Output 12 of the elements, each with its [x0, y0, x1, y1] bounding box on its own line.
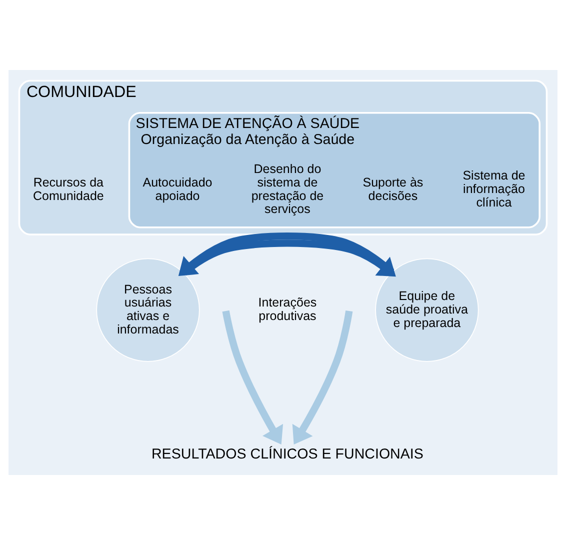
arrow — [292, 310, 353, 445]
node-circle: Equipe de saúde proativa e preparada — [375, 258, 479, 362]
node-text: Autocuidado apoiado — [142, 175, 212, 203]
arrow — [178, 232, 394, 276]
node-text: Suporte às decisões — [362, 175, 424, 203]
arrow — [222, 310, 284, 445]
node-circle: Pessoas usuárias ativas e informadas — [96, 258, 200, 362]
node-text: RESULTADOS CLÍNICOS E FUNCIONAIS — [151, 446, 424, 463]
node-text: Sistema de informação clínica — [462, 168, 526, 210]
node-text: Desenho do sistema de prestação de serviços — [251, 162, 324, 216]
node-text: Recursos da Comunidade — [32, 175, 104, 203]
node-text: Interações produtivas — [258, 296, 317, 324]
